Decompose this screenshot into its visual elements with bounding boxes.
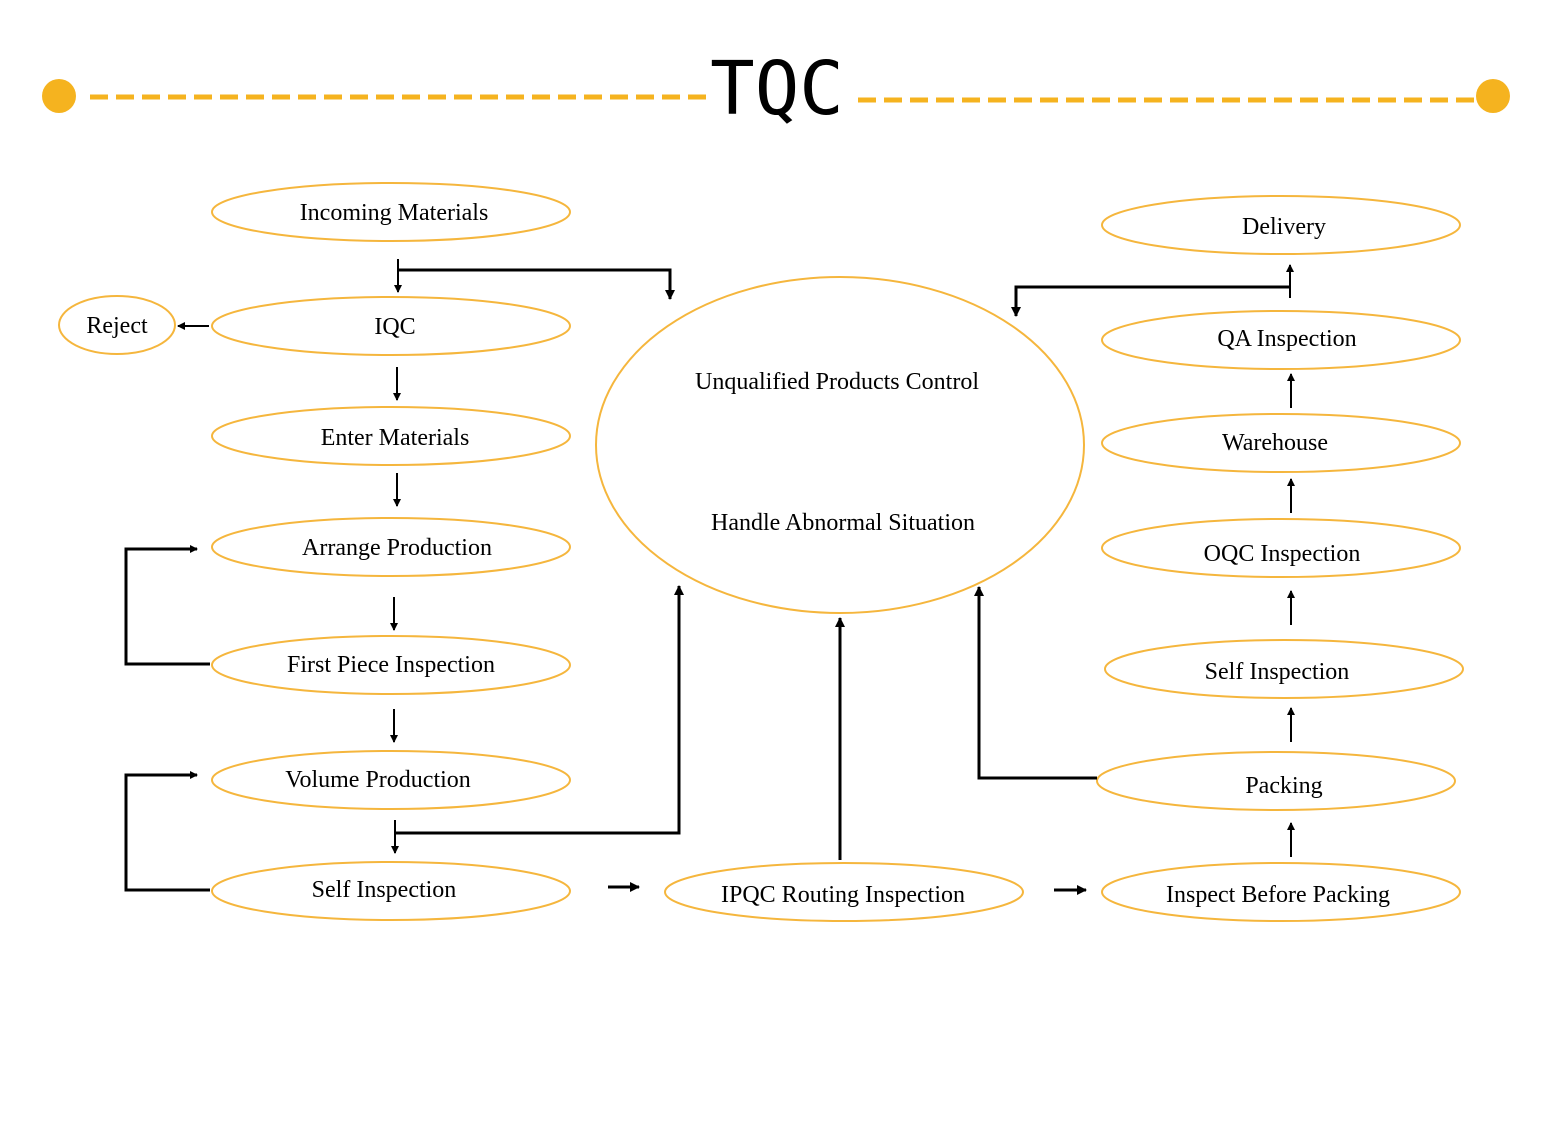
oqc-inspection-label: OQC Inspection <box>1204 541 1361 567</box>
node-warehouse: Warehouse <box>1101 413 1461 473</box>
first-piece-inspection-label: First Piece Inspection <box>287 652 495 678</box>
unqualified-control-label: Unqualified Products Control <box>695 369 979 395</box>
right-dot-ornament <box>1476 79 1510 113</box>
arrow-volume-to-center <box>395 585 684 835</box>
handle-abnormal-label: Handle Abnormal Situation <box>711 510 975 536</box>
page-title: TQC <box>710 46 844 132</box>
node-self-inspection-left: Self Inspection <box>211 861 571 921</box>
node-first-piece-inspection: First Piece Inspection <box>211 635 571 695</box>
node-incoming-materials: Incoming Materials <box>211 182 571 242</box>
arrow-incoming-to-center <box>398 268 675 300</box>
self-inspection-right-label: Self Inspection <box>1205 659 1350 685</box>
arrow-qa-to-center <box>1011 285 1290 317</box>
packing-label: Packing <box>1245 773 1322 799</box>
node-enter-materials: Enter Materials <box>211 406 571 466</box>
delivery-label: Delivery <box>1242 214 1326 240</box>
node-qa-inspection: QA Inspection <box>1101 310 1461 370</box>
inspect-before-packing-label: Inspect Before Packing <box>1166 882 1390 908</box>
self-inspection-left-label: Self Inspection <box>312 877 457 903</box>
reject-label: Reject <box>86 313 148 339</box>
node-packing: Packing <box>1096 751 1456 811</box>
node-self-inspection-right: Self Inspection <box>1104 639 1464 699</box>
central-node: Unqualified Products Control Handle Abno… <box>595 276 1085 614</box>
node-iqc: IQC <box>211 296 571 356</box>
loop-self-to-volume <box>124 771 210 892</box>
arrow-packing-to-center <box>974 586 1097 780</box>
left-dot-ornament <box>42 79 76 113</box>
ipqc-routing-inspection-label: IPQC Routing Inspection <box>721 882 965 908</box>
connectors <box>124 259 1295 895</box>
node-oqc-inspection: OQC Inspection <box>1101 518 1461 578</box>
enter-materials-label: Enter Materials <box>321 425 470 451</box>
loop-firstpiece-to-arrange <box>124 545 210 666</box>
node-ipqc-routing-inspection: IPQC Routing Inspection <box>664 862 1024 922</box>
central-ellipse <box>595 276 1085 614</box>
iqc-label: IQC <box>374 314 415 340</box>
node-inspect-before-packing: Inspect Before Packing <box>1101 862 1461 922</box>
qa-inspection-label: QA Inspection <box>1217 326 1356 352</box>
warehouse-label: Warehouse <box>1222 430 1328 456</box>
arrange-production-label: Arrange Production <box>302 535 492 561</box>
incoming-materials-label: Incoming Materials <box>300 200 489 226</box>
node-arrange-production: Arrange Production <box>211 517 571 577</box>
header: TQC <box>42 46 1510 132</box>
node-volume-production: Volume Production <box>211 750 571 810</box>
node-reject: Reject <box>58 295 176 355</box>
node-delivery: Delivery <box>1101 195 1461 255</box>
volume-production-label: Volume Production <box>285 767 471 793</box>
